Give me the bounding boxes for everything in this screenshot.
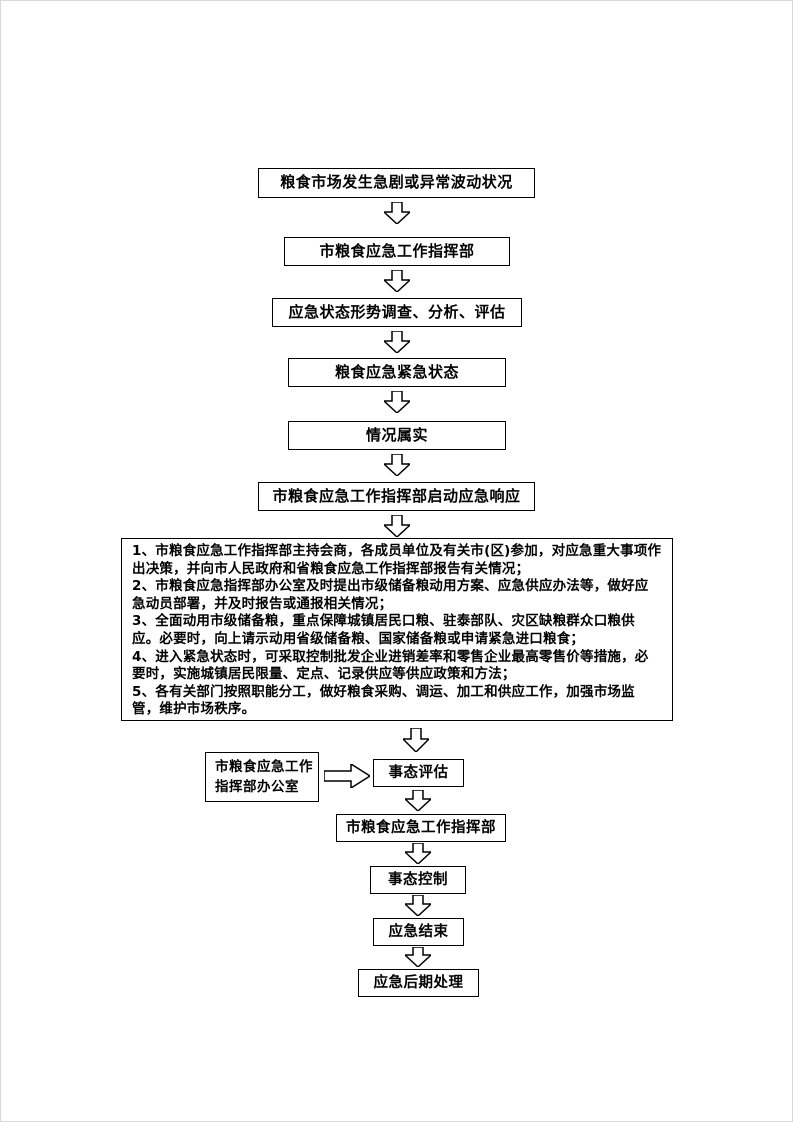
down-arrow-icon	[384, 515, 410, 537]
flow-box-control: 事态控制	[370, 866, 466, 894]
flow-box-command-hq: 市粮食应急工作指挥部	[284, 237, 510, 266]
down-arrow-icon	[403, 728, 429, 752]
measure-item-4: 4、进入紧急状态时，可采取控制批发企业进销差率和零售企业最高零售价等措施，必要时…	[132, 648, 649, 683]
measure-item-5: 5、各有关部门按照职能分工，做好粮食采购、调运、加工和供应工作，加强市场监管，维…	[132, 683, 635, 718]
flow-box-verified: 情况属实	[288, 421, 506, 450]
flow-box-trigger: 粮食市场发生急剧或异常波动状况	[258, 168, 535, 198]
down-arrow-icon	[405, 790, 431, 811]
flow-box-office: 市粮食应急工作 指挥部办公室	[205, 752, 319, 802]
flow-box-measures: 1、市粮食应急工作指挥部主持会商，各成员单位及有关市(区)参加，对应急重大事项作…	[121, 538, 673, 721]
down-arrow-icon	[384, 391, 410, 413]
down-arrow-icon	[384, 202, 410, 224]
office-line-1: 市粮食应急工作	[215, 759, 313, 775]
down-arrow-icon	[384, 454, 410, 476]
right-arrow-icon	[324, 764, 370, 788]
measure-item-3: 3、全面动用市级储备粮，重点保障城镇居民口粮、驻泰部队、灾区缺粮群众口粮供应。必…	[132, 613, 635, 647]
flow-box-post-processing: 应急后期处理	[358, 969, 479, 997]
down-arrow-icon	[405, 947, 431, 967]
flow-box-activate-response: 市粮食应急工作指挥部启动应急响应	[258, 482, 535, 511]
measure-item-2: 2、市粮食应急指挥部办公室及时提出市级储备粮动用方案、应急供应办法等，做好应急动…	[132, 578, 649, 612]
flow-box-end: 应急结束	[373, 918, 464, 946]
down-arrow-icon	[405, 843, 431, 864]
flow-box-command-hq-2: 市粮食应急工作指挥部	[336, 814, 506, 842]
flow-box-investigation: 应急状态形势调查、分析、评估	[272, 298, 522, 327]
down-arrow-icon	[384, 270, 410, 292]
flow-box-assessment: 事态评估	[373, 759, 464, 787]
office-line-2: 指挥部办公室	[215, 779, 299, 795]
measure-item-1: 1、市粮食应急工作指挥部主持会商，各成员单位及有关市(区)参加，对应急重大事项作…	[132, 543, 662, 577]
down-arrow-icon	[384, 331, 410, 353]
flow-box-emergency-state: 粮食应急紧急状态	[288, 358, 506, 387]
down-arrow-icon	[405, 895, 431, 916]
